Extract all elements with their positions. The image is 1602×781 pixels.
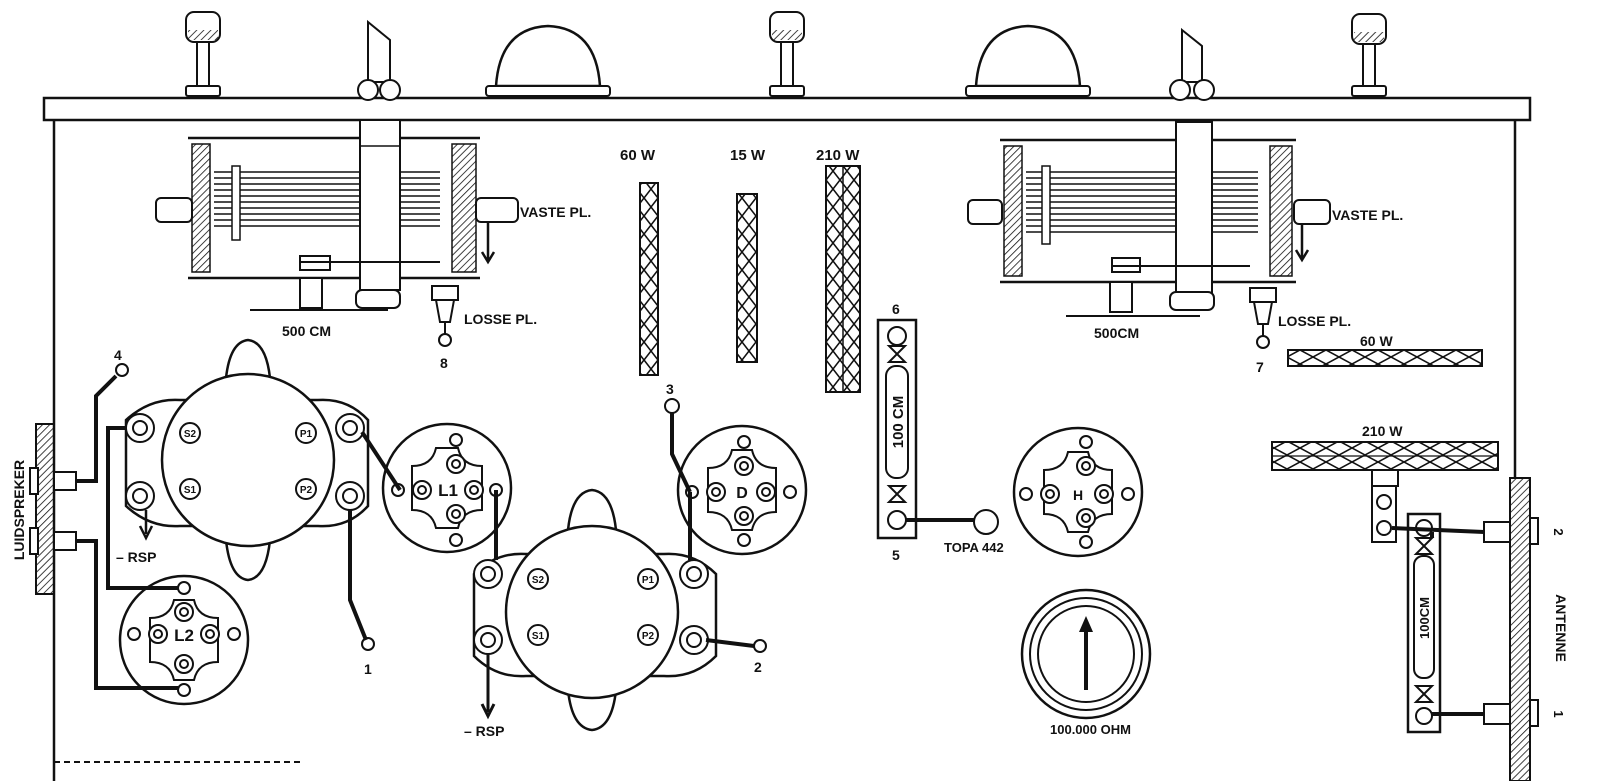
resistor-right-210w <box>1271 441 1499 487</box>
terminal-5-label: 5 <box>892 547 900 563</box>
dial-left[interactable] <box>485 24 611 97</box>
tube-label-h: H <box>1073 487 1083 503</box>
tuning-shaft-right[interactable] <box>1169 27 1215 101</box>
pin-label: S1 <box>184 485 197 496</box>
resistor-210w <box>825 165 861 393</box>
labels: VASTE PL. VASTE PL. LOSSE PL. LOSSE PL. … <box>11 147 1569 739</box>
pin-label: S2 <box>532 575 545 586</box>
antenne-label: ANTENNE <box>1553 594 1569 662</box>
variable-capacitor-right <box>967 121 1331 349</box>
terminal-2-label: 2 <box>754 659 762 675</box>
resistor-15w <box>736 193 758 363</box>
topa-terminal <box>973 509 999 535</box>
knob-center[interactable] <box>769 11 805 97</box>
terminal-6-label: 6 <box>892 301 900 317</box>
capacitor-100cm-center-label: 100 CM <box>890 396 907 449</box>
front-panel <box>42 96 1532 781</box>
antenna-terminal-strip <box>1483 477 1539 781</box>
terminal-7-label: 7 <box>1256 359 1264 375</box>
dial-right[interactable] <box>965 24 1091 97</box>
transformer-left: S2 P1 S1 P2 <box>124 338 370 582</box>
resistor-right-210w-label: 210 W <box>1362 423 1403 439</box>
pin-label: P1 <box>300 429 313 440</box>
vaste-pl-label-left: VASTE PL. <box>520 204 591 220</box>
potentiometer[interactable] <box>1020 588 1152 720</box>
resistor-right-60w <box>1287 349 1483 367</box>
pin-label: S1 <box>532 631 545 642</box>
topa-label: TOPA 442 <box>944 540 1004 555</box>
resistor-60w-label: 60 W <box>620 147 656 164</box>
potentiometer-label: 100.000 OHM <box>1050 722 1131 737</box>
pin-label: P1 <box>642 575 655 586</box>
tube-socket-l2: L2 <box>118 574 250 706</box>
tube-label-l2: L2 <box>174 626 194 645</box>
tube-socket-h: H <box>1012 426 1144 558</box>
resistor-15w-label: 15 W <box>730 147 766 164</box>
terminal-1-label: 1 <box>364 661 372 677</box>
capacitor-size-right: 500CM <box>1094 325 1139 341</box>
capacitor-size-left: 500 CM <box>282 323 331 339</box>
terminal-8-label: 8 <box>440 355 448 371</box>
terminal-3-label: 3 <box>666 381 674 397</box>
pin-label: P2 <box>642 631 655 642</box>
tuning-shaft-left[interactable] <box>357 19 401 101</box>
resistor-210w-label: 210 W <box>816 147 860 164</box>
fixed-capacitor-100cm-center <box>876 318 918 540</box>
tube-label-d: D <box>736 485 748 502</box>
resistor-right-60w-label: 60 W <box>1360 333 1393 349</box>
knob-left[interactable] <box>185 11 221 97</box>
tube-socket-d: D <box>676 424 808 556</box>
speaker-terminal-strip <box>29 423 77 595</box>
vaste-pl-label-right: VASTE PL. <box>1332 207 1403 223</box>
pin-label: P2 <box>300 485 313 496</box>
terminal-points <box>115 363 767 653</box>
fixed-capacitor-100cm-right <box>1371 485 1442 734</box>
luidspreker-label: LUIDSPREKER <box>11 460 27 560</box>
antenna-terminal-2-label: 2 <box>1551 528 1566 535</box>
capacitor-100cm-right-label: 100CM <box>1417 597 1432 639</box>
tube-socket-l1: L1 <box>381 422 513 554</box>
tube-label-l1: L1 <box>438 481 458 500</box>
wiring <box>76 374 1485 720</box>
losse-pl-label-left: LOSSE PL. <box>464 311 537 327</box>
knob-right[interactable] <box>1351 13 1387 97</box>
transformer-center: S2 P1 S1 P2 <box>472 488 718 732</box>
terminal-4-label: 4 <box>114 347 122 363</box>
rsp-label-bottom: – RSP <box>464 723 504 739</box>
pin-label: S2 <box>184 429 197 440</box>
losse-pl-label-right: LOSSE PL. <box>1278 313 1351 329</box>
variable-capacitor-left <box>155 119 519 347</box>
antenna-terminal-1-label: 1 <box>1551 710 1566 717</box>
resistor-60w <box>639 182 659 376</box>
rsp-label-left: – RSP <box>116 549 156 565</box>
